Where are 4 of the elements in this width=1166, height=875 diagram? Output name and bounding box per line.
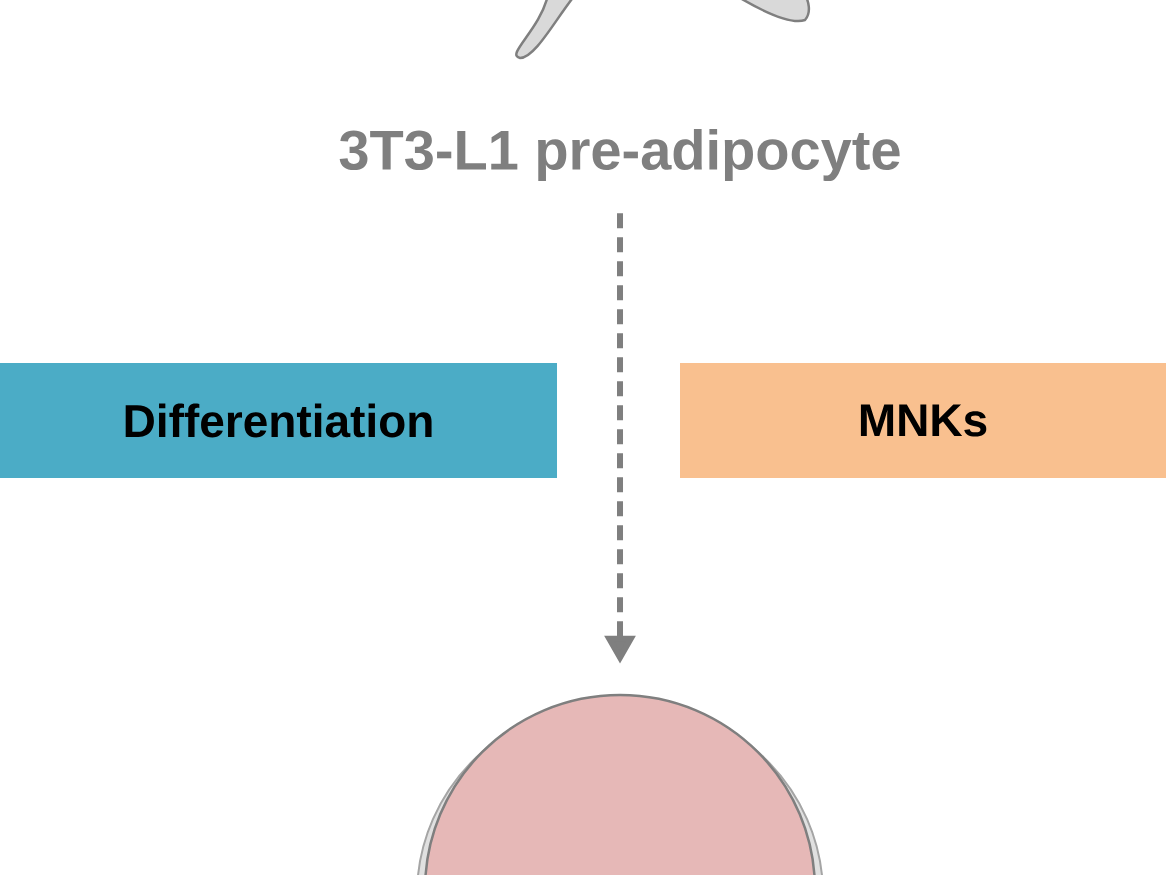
label-band: Differentiation xyxy=(0,363,557,478)
cell-label: 3T3-L1 pre-adipocyte xyxy=(339,128,900,182)
label-band: MNKs xyxy=(680,363,1166,478)
adipocyte-drawing xyxy=(416,693,824,875)
